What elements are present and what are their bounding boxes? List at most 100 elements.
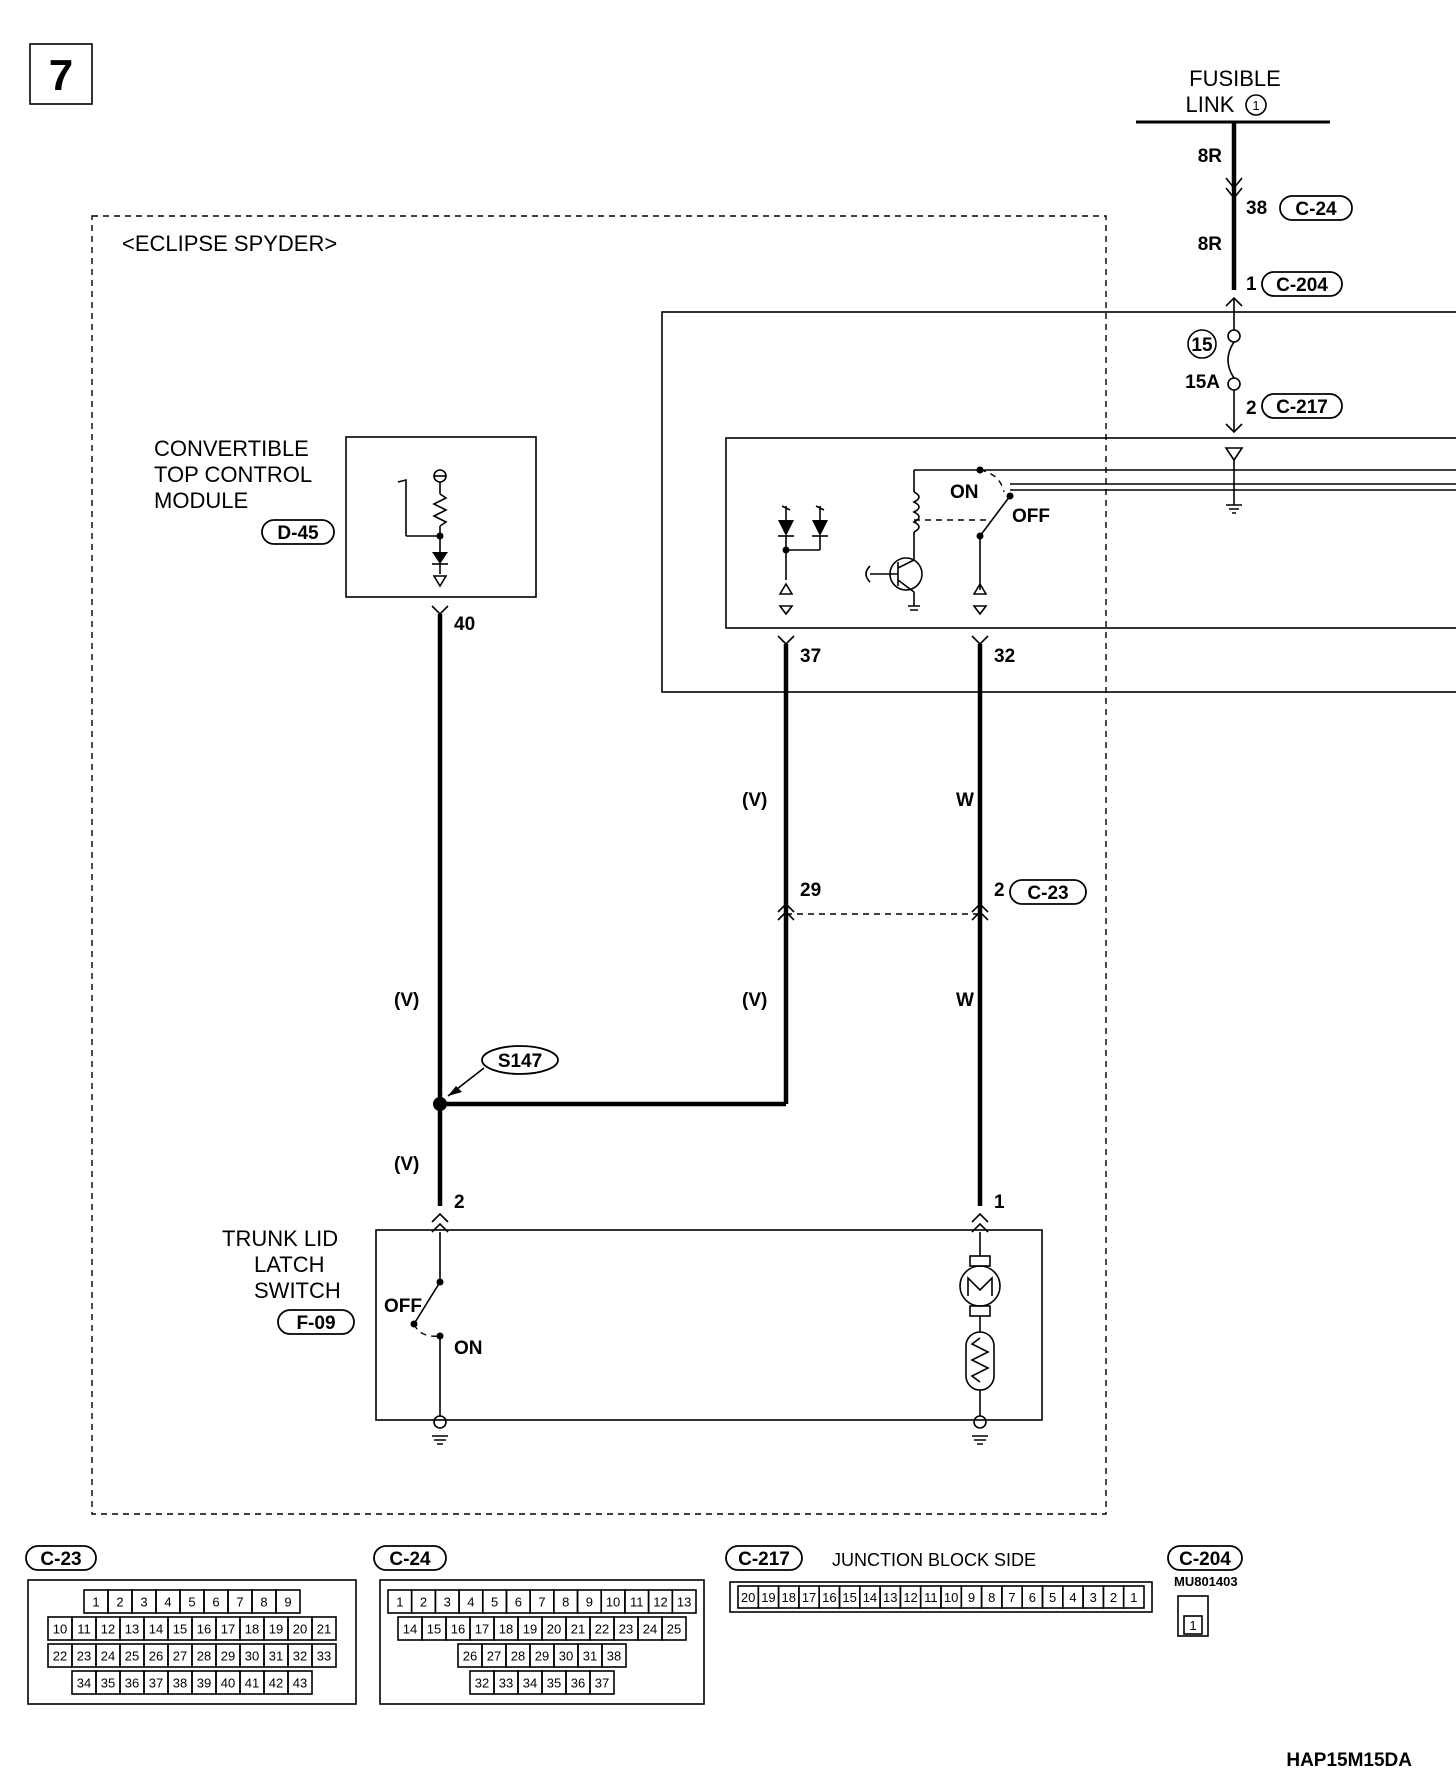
footer-code: HAP15M15DA bbox=[1286, 1750, 1412, 1771]
c217-pin-label: 20 bbox=[741, 1590, 755, 1605]
c23-pin-label: 12 bbox=[101, 1622, 115, 1637]
c23-pin-label: 41 bbox=[245, 1676, 259, 1691]
c23-pin-label: 32 bbox=[293, 1649, 307, 1664]
wire-color-8r-a: 8R bbox=[1198, 146, 1223, 167]
c217-pin-label: 9 bbox=[968, 1590, 975, 1605]
convertible-top-control-module: CONVERTIBLE TOP CONTROL MODULE D-45 bbox=[154, 436, 537, 598]
module-label-1: CONVERTIBLE bbox=[154, 436, 309, 461]
wire-color-8r-b: 8R bbox=[1198, 234, 1223, 255]
c217-pin-label: 11 bbox=[924, 1590, 938, 1605]
eclipse-spyder-frame bbox=[91, 215, 1107, 1515]
module-label-2: TOP CONTROL bbox=[154, 462, 312, 487]
c24-pin-label: 31 bbox=[583, 1649, 597, 1664]
svg-text:S147: S147 bbox=[498, 1051, 542, 1072]
c23-pin-label: 21 bbox=[317, 1622, 331, 1637]
module-label-3: MODULE bbox=[154, 488, 248, 513]
relay-box-outline bbox=[725, 437, 1456, 629]
c24-pin-label: 25 bbox=[667, 1622, 681, 1637]
c24-cell bbox=[601, 1643, 627, 1668]
c24-pin-label: 34 bbox=[523, 1676, 537, 1691]
c24-pin-label: 17 bbox=[475, 1622, 489, 1637]
pin-1-c204: 1 bbox=[1246, 274, 1257, 295]
switch-label-1: TRUNK LID bbox=[222, 1226, 338, 1251]
wire-color-w1: W bbox=[956, 790, 974, 811]
pin-40: 40 bbox=[454, 614, 475, 635]
c23-cell bbox=[311, 1616, 337, 1641]
c24-cell bbox=[661, 1616, 687, 1641]
pin-32: 32 bbox=[994, 646, 1015, 667]
c217-pin-label: 13 bbox=[883, 1590, 897, 1605]
pin-2-c217: 2 bbox=[1246, 398, 1257, 419]
c217-pin-label: 14 bbox=[863, 1590, 877, 1605]
c23-pin-label: 18 bbox=[245, 1622, 259, 1637]
splice-s147: S147 bbox=[447, 1045, 559, 1097]
c23-pin-label: 36 bbox=[125, 1676, 139, 1691]
wire-color-v2: (V) bbox=[742, 990, 767, 1011]
fusible-link-label-1: FUSIBLE bbox=[1189, 66, 1281, 91]
c23-cell bbox=[311, 1643, 337, 1668]
c204-pin: 1 bbox=[1189, 1618, 1196, 1633]
page-number: 7 bbox=[49, 51, 73, 100]
wire-color-v3: (V) bbox=[394, 990, 419, 1011]
c217-pin-label: 19 bbox=[761, 1590, 775, 1605]
junction-block-outline bbox=[661, 311, 1456, 693]
c217-pin-label: 6 bbox=[1029, 1590, 1036, 1605]
c217-pin-label: 15 bbox=[842, 1590, 856, 1605]
relay-internals: ON OFF bbox=[778, 447, 1456, 616]
c24-pin-label: 35 bbox=[547, 1676, 561, 1691]
c24-pin-label: 23 bbox=[619, 1622, 633, 1637]
svg-text:C-217: C-217 bbox=[738, 1549, 790, 1570]
c24-pin-label: 26 bbox=[463, 1649, 477, 1664]
c23-pin-label: 37 bbox=[149, 1676, 163, 1691]
switch-label-3: SWITCH bbox=[254, 1278, 341, 1303]
wire-pin37: 37 (V) 29 (V) bbox=[440, 635, 821, 1107]
c23-pin-label: 23 bbox=[77, 1649, 91, 1664]
c24-pin-label: 11 bbox=[630, 1595, 644, 1610]
c24-pin-label: 22 bbox=[595, 1622, 609, 1637]
c23-pin-label: 13 bbox=[125, 1622, 139, 1637]
fusible-link-number: 1 bbox=[1252, 98, 1259, 113]
pin-29: 29 bbox=[800, 880, 821, 901]
c24-pin-label: 8 bbox=[562, 1595, 569, 1610]
c23-pin-label: 24 bbox=[101, 1649, 115, 1664]
svg-text:C-24: C-24 bbox=[1295, 199, 1337, 220]
c23-pin-label: 39 bbox=[197, 1676, 211, 1691]
c24-cell bbox=[589, 1670, 615, 1695]
switch-label-2: LATCH bbox=[254, 1252, 325, 1277]
c24-pin-label: 29 bbox=[535, 1649, 549, 1664]
c24-pin-label: 9 bbox=[586, 1595, 593, 1610]
pin-38: 38 bbox=[1246, 198, 1267, 219]
c24-pin-label: 13 bbox=[677, 1595, 691, 1610]
c23-pin-label: 38 bbox=[173, 1676, 187, 1691]
c217-pin-label: 2 bbox=[1110, 1590, 1117, 1605]
svg-text:C-204: C-204 bbox=[1179, 1549, 1231, 1570]
c24-pin-label: 19 bbox=[523, 1622, 537, 1637]
c24-pin-label: 15 bbox=[427, 1622, 441, 1637]
tag-c23-main: C-23 bbox=[1009, 879, 1087, 905]
c23-pin-label: 1 bbox=[92, 1595, 99, 1610]
c24-pin-label: 4 bbox=[467, 1595, 474, 1610]
c24-pin-label: 18 bbox=[499, 1622, 513, 1637]
c24-pin-label: 24 bbox=[643, 1622, 657, 1637]
relay-off-label: OFF bbox=[1012, 506, 1050, 527]
c23-pin-label: 27 bbox=[173, 1649, 187, 1664]
c23-pin-label: 30 bbox=[245, 1649, 259, 1664]
c24-pin-label: 33 bbox=[499, 1676, 513, 1691]
c23-pin-label: 15 bbox=[173, 1622, 187, 1637]
fusible-link: FUSIBLE LINK 1 bbox=[1136, 66, 1330, 124]
c217-pin-label: 5 bbox=[1049, 1590, 1056, 1605]
c24-cell bbox=[671, 1589, 697, 1614]
c23-pin-label: 40 bbox=[221, 1676, 235, 1691]
c24-pin-label: 36 bbox=[571, 1676, 585, 1691]
c24-pin-label: 5 bbox=[491, 1595, 498, 1610]
c23-pin-label: 20 bbox=[293, 1622, 307, 1637]
pin-2-switch: 2 bbox=[454, 1192, 465, 1213]
c24-pin-label: 16 bbox=[451, 1622, 465, 1637]
page-number-box: 7 bbox=[29, 43, 93, 105]
tag-c217: C-217 bbox=[1261, 393, 1343, 419]
c23-pin-label: 31 bbox=[269, 1649, 283, 1664]
c23-pin-label: 22 bbox=[53, 1649, 67, 1664]
c23-pin-label: 35 bbox=[101, 1676, 115, 1691]
